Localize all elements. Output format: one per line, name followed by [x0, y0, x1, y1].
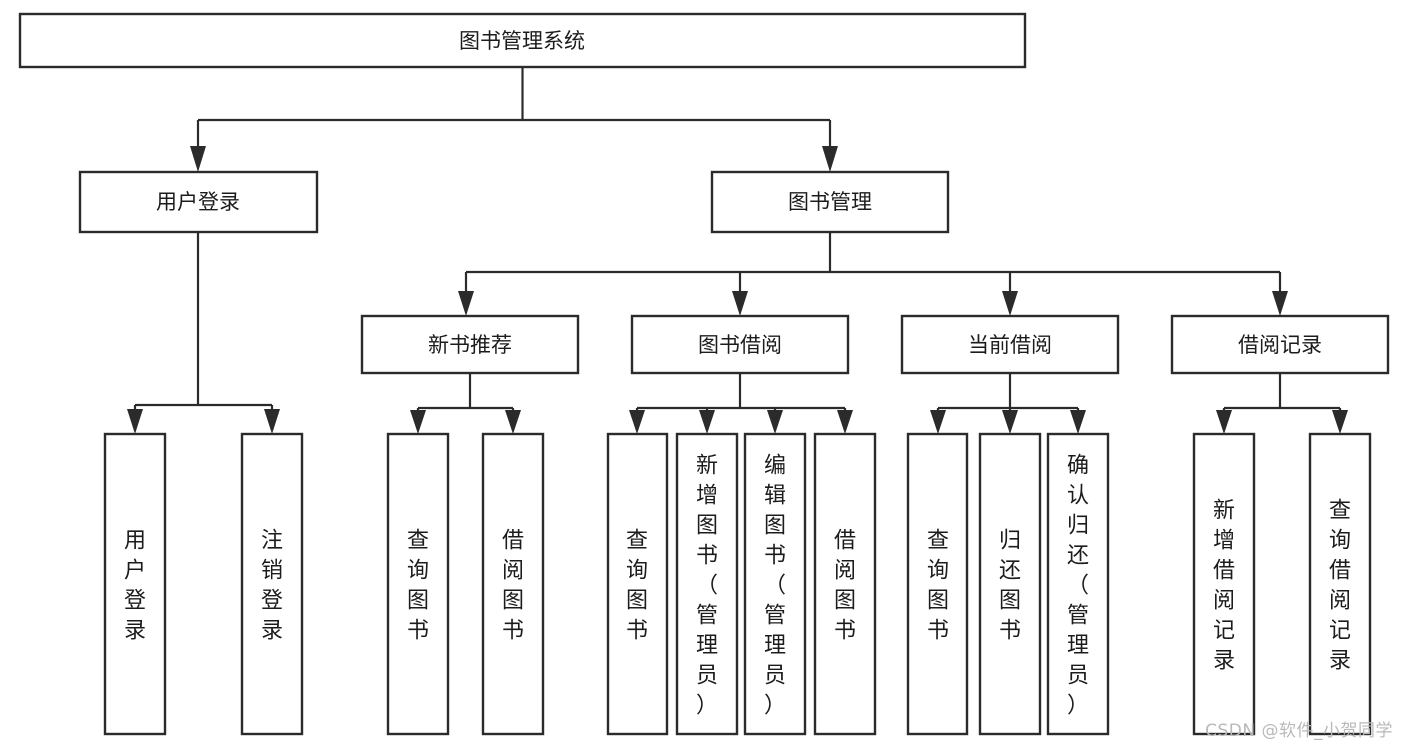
node-root-library-system[interactable]: 图书管理系统	[18, 12, 1027, 69]
arrow-head-leaf-currentborrow-1	[930, 410, 946, 434]
arrow-head-leaf-bookborrow-1	[629, 410, 645, 434]
arrow-head-newbook	[458, 291, 474, 316]
leaf-node-book-borrow-3-label: 编辑图书（管理员）	[764, 453, 786, 718]
arrow-head-leaf-newbook-2	[505, 410, 521, 434]
node-book-management[interactable]: 图书管理	[710, 170, 950, 234]
leaf-node-book-borrow-1-box[interactable]	[606, 432, 669, 736]
leaf-node-book-borrow-3-box[interactable]	[743, 432, 807, 736]
leaf-node-book-borrow-4[interactable]: 借阅图书	[813, 432, 877, 736]
arrow-head-leaf-currentborrow-3	[1070, 410, 1086, 434]
leaf-node-user-login-1[interactable]: 用户登录	[103, 432, 167, 736]
arrow-head-bookborrow	[732, 291, 748, 316]
connector-group-root	[190, 67, 838, 172]
node-new-book-recommend-box[interactable]	[360, 314, 580, 375]
node-new-book-recommend[interactable]: 新书推荐	[360, 314, 580, 375]
leaf-node-new-book-2-box[interactable]	[481, 432, 545, 736]
node-book-management-box[interactable]	[710, 170, 950, 234]
node-book-borrow-label: 图书借阅	[698, 333, 782, 357]
arrow-head-currentborrow	[1002, 291, 1018, 316]
arrow-head-borrowrecord	[1272, 291, 1288, 316]
node-borrow-record[interactable]: 借阅记录	[1170, 314, 1390, 375]
arrow-head-leaf-user-login-1	[127, 409, 143, 434]
node-root-label: 图书管理系统	[459, 29, 585, 53]
connector-group-currentborrow	[930, 373, 1086, 434]
leaf-node-book-borrow-1-label: 查询图书	[626, 528, 648, 643]
arrow-head-leaf-borrowrecord-2	[1332, 410, 1348, 434]
node-borrow-record-label: 借阅记录	[1238, 333, 1322, 357]
leaf-node-user-login-2[interactable]: 注销登录	[240, 432, 304, 736]
leaf-node-borrow-record-1-box[interactable]	[1192, 432, 1256, 736]
leaf-node-user-login-1-label: 用户登录	[124, 528, 146, 643]
arrow-head-bookmgmt	[822, 146, 838, 172]
leaf-node-current-borrow-1[interactable]: 查询图书	[906, 432, 969, 736]
leaf-node-current-borrow-3-box[interactable]	[1046, 432, 1110, 736]
leaf-node-current-borrow-2-label: 归还图书	[999, 528, 1021, 643]
node-user-login-box[interactable]	[78, 170, 319, 234]
leaf-node-current-borrow-2[interactable]: 归还图书	[978, 432, 1042, 736]
arrow-head-leaf-currentborrow-2	[1002, 410, 1018, 434]
connector-group-userlogin	[127, 232, 280, 434]
arrow-head-userlogin	[190, 146, 206, 172]
connector-group-borrowrecord	[1216, 373, 1348, 434]
leaf-node-current-borrow-1-box[interactable]	[906, 432, 969, 736]
arrow-head-leaf-newbook-1	[410, 410, 426, 434]
leaf-node-new-book-1[interactable]: 查询图书	[386, 432, 450, 736]
connector-group-newbook	[410, 373, 521, 434]
leaf-node-borrow-record-1-label: 新增借阅记录	[1213, 498, 1235, 673]
node-current-borrow-box[interactable]	[900, 314, 1120, 375]
arrow-head-leaf-borrowrecord-1	[1216, 410, 1232, 434]
leaf-node-current-borrow-3-label: 确认归还（管理员）	[1067, 453, 1089, 718]
node-book-borrow[interactable]: 图书借阅	[630, 314, 850, 375]
leaf-node-book-borrow-2[interactable]: 新增图书（管理员）	[675, 432, 739, 736]
leaf-node-book-borrow-2-label: 新增图书（管理员）	[696, 453, 718, 718]
leaf-node-book-borrow-4-box[interactable]	[813, 432, 877, 736]
leaf-node-current-borrow-2-box[interactable]	[978, 432, 1042, 736]
leaf-node-current-borrow-3[interactable]: 确认归还（管理员）	[1046, 432, 1110, 736]
leaf-node-borrow-record-2[interactable]: 查询借阅记录	[1308, 432, 1372, 736]
arrow-head-leaf-bookborrow-2	[699, 410, 715, 434]
csdn-watermark: CSDN @软件_小贺同学	[1205, 721, 1393, 741]
leaf-node-current-borrow-1-label: 查询图书	[927, 528, 949, 643]
connector-group-bookborrow	[629, 373, 853, 434]
leaf-node-new-book-2-label: 借阅图书	[502, 528, 524, 643]
leaf-node-user-login-2-box[interactable]	[240, 432, 304, 736]
leaf-node-book-borrow-1[interactable]: 查询图书	[606, 432, 669, 736]
leaf-node-new-book-2[interactable]: 借阅图书	[481, 432, 545, 736]
node-new-book-recommend-label: 新书推荐	[428, 333, 512, 357]
leaf-node-borrow-record-1[interactable]: 新增借阅记录	[1192, 432, 1256, 736]
leaf-node-new-book-1-label: 查询图书	[407, 528, 429, 643]
leaf-node-book-borrow-3[interactable]: 编辑图书（管理员）	[743, 432, 807, 736]
leaf-node-borrow-record-2-box[interactable]	[1308, 432, 1372, 736]
node-current-borrow[interactable]: 当前借阅	[900, 314, 1120, 375]
node-current-borrow-label: 当前借阅	[968, 333, 1052, 357]
node-root-box[interactable]	[18, 12, 1027, 69]
node-book-management-label: 图书管理	[788, 190, 872, 214]
arrow-head-leaf-bookborrow-3	[767, 410, 783, 434]
node-borrow-record-box[interactable]	[1170, 314, 1390, 375]
node-user-login[interactable]: 用户登录	[78, 170, 319, 234]
leaf-node-book-borrow-2-box[interactable]	[675, 432, 739, 736]
node-book-borrow-box[interactable]	[630, 314, 850, 375]
arrow-head-leaf-user-login-2	[264, 409, 280, 434]
node-user-login-label: 用户登录	[156, 190, 240, 214]
leaf-node-user-login-2-label: 注销登录	[261, 528, 283, 643]
connector-group-bookmgmt	[458, 232, 1288, 316]
leaf-node-new-book-1-box[interactable]	[386, 432, 450, 736]
leaf-node-borrow-record-2-label: 查询借阅记录	[1329, 498, 1351, 673]
leaf-node-book-borrow-4-label: 借阅图书	[834, 528, 856, 643]
arrow-head-leaf-bookborrow-4	[837, 410, 853, 434]
leaf-node-user-login-1-box[interactable]	[103, 432, 167, 736]
